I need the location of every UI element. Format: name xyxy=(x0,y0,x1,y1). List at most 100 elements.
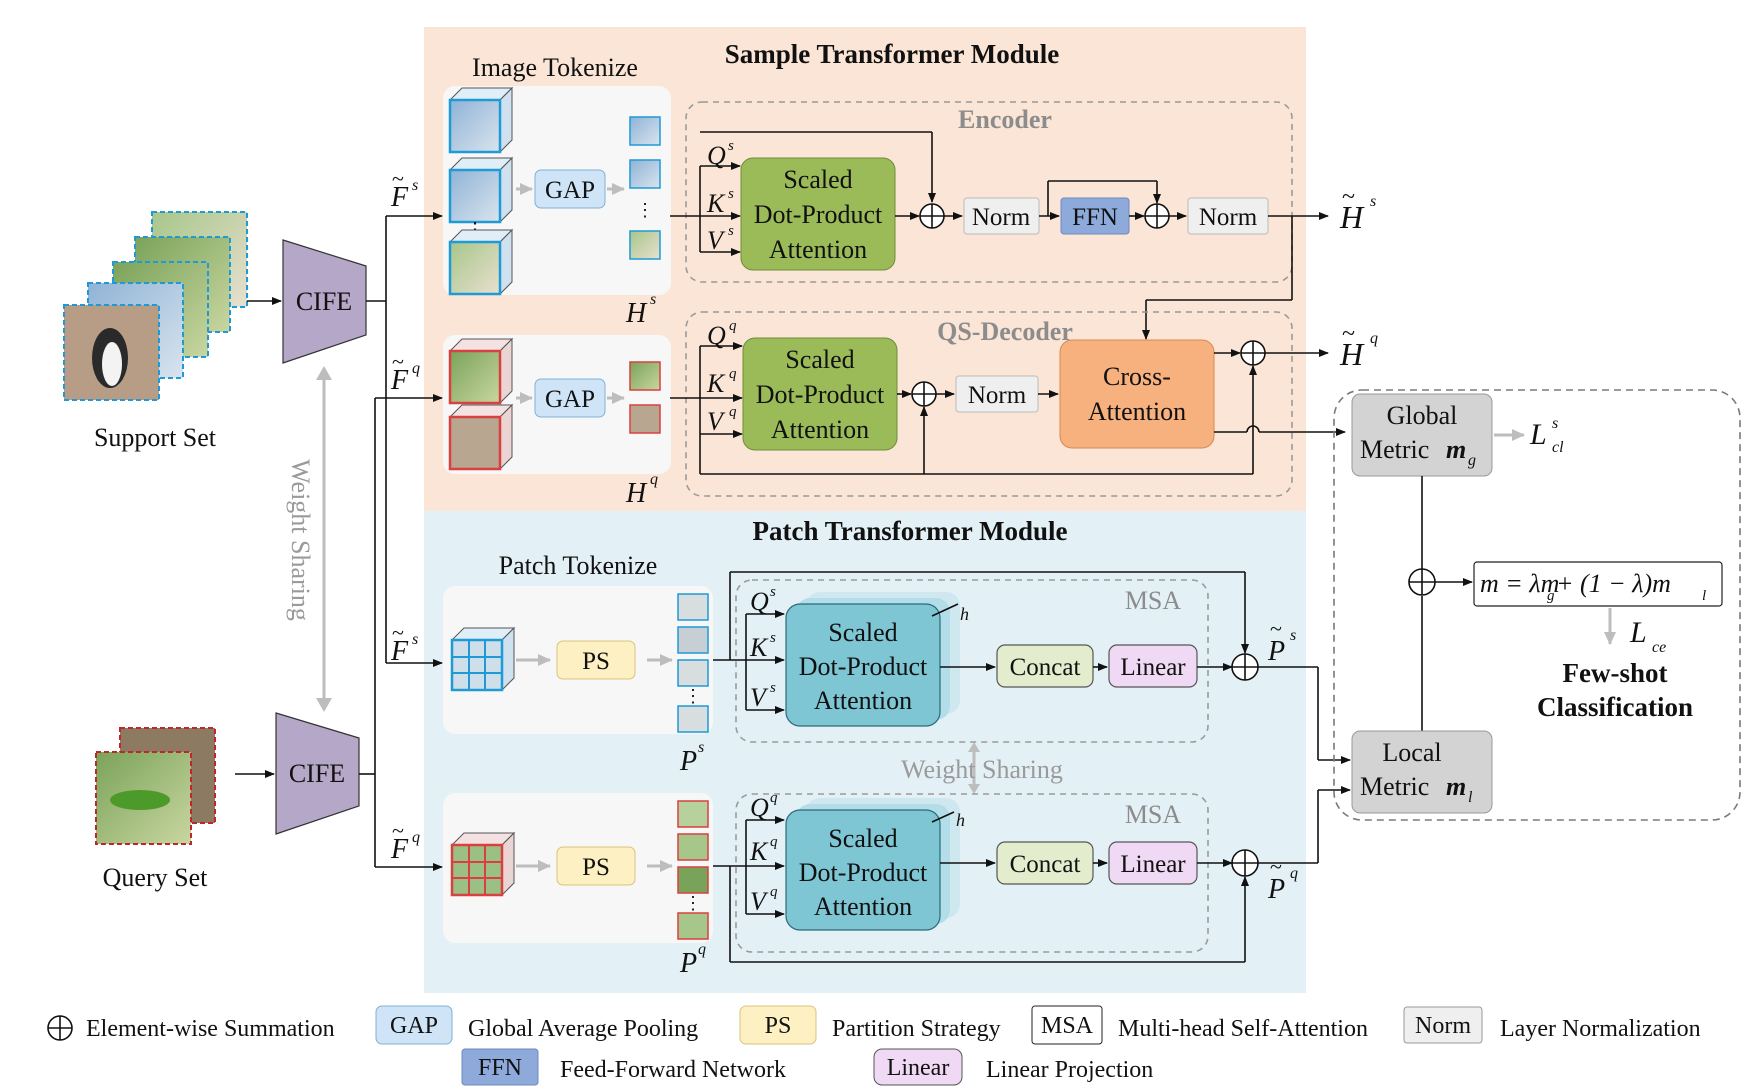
decoder-sum-1 xyxy=(911,381,937,407)
legend-ps-label: PS xyxy=(765,1013,792,1039)
p-s-label: P s xyxy=(679,739,704,777)
decoder-attention-line1: Scaled xyxy=(785,345,854,374)
query-patch-token-3 xyxy=(677,866,709,894)
p-tilde-s-output: P ~ s xyxy=(1267,616,1296,667)
ps-query-box xyxy=(556,846,636,886)
concat-query-label: Concat xyxy=(1010,851,1081,878)
svg-text:~: ~ xyxy=(1342,321,1355,347)
svg-text:q: q xyxy=(729,318,737,334)
query-patch-token-4 xyxy=(677,912,709,940)
svg-text:s: s xyxy=(728,186,734,202)
msa-support-attention-box xyxy=(785,603,941,727)
cife-query-label: CIFE xyxy=(289,759,345,788)
svg-text:H: H xyxy=(1339,336,1365,372)
cross-attention-box xyxy=(1059,339,1215,449)
encoder-sum-2 xyxy=(1144,203,1170,229)
p-q-label: P q xyxy=(679,941,706,979)
loss-ce-label: L ce xyxy=(1629,616,1666,656)
legend-ps-text: Partition Strategy xyxy=(832,1016,1001,1042)
svg-text:~: ~ xyxy=(1342,184,1355,210)
svg-text:q: q xyxy=(412,360,420,377)
svg-text:g: g xyxy=(1468,452,1476,469)
msa-support-attention-line1: Scaled xyxy=(828,618,897,647)
encoder-norm-2-label: Norm xyxy=(1199,204,1258,231)
svg-text:~: ~ xyxy=(1270,616,1282,641)
svg-text:V: V xyxy=(750,683,769,712)
patch-query-sum xyxy=(1231,849,1259,877)
decoder-sum-2 xyxy=(1240,340,1266,366)
encoder-ffn-label: FFN xyxy=(1072,204,1118,231)
linear-support-label: Linear xyxy=(1120,654,1186,681)
patch-module-title: Patch Transformer Module xyxy=(753,516,1068,546)
svg-text:Q: Q xyxy=(750,587,769,616)
svg-text:s: s xyxy=(698,739,704,756)
svg-text:P: P xyxy=(1267,636,1285,667)
qs-decoder-label: QS-Decoder xyxy=(937,317,1073,346)
msa-query-attention-line1: Scaled xyxy=(828,824,897,853)
result-line1: Few-shot xyxy=(1563,658,1668,688)
msa-query-attention-box xyxy=(785,809,941,931)
svg-text:q: q xyxy=(729,404,737,420)
gap-support-label: GAP xyxy=(545,177,595,204)
support-feature-cube-3 xyxy=(448,228,514,296)
concat-support-label: Concat xyxy=(1010,654,1081,681)
msa-support-group xyxy=(735,579,1209,743)
svg-text:K: K xyxy=(706,189,726,218)
h-q-label: H q xyxy=(625,471,658,509)
patch-tokenize-label: Patch Tokenize xyxy=(499,551,658,580)
svg-text:m: m xyxy=(1446,435,1466,464)
sample-module-title: Sample Transformer Module xyxy=(725,39,1059,69)
svg-text:P: P xyxy=(679,948,697,979)
svg-text:Metric: Metric xyxy=(1360,435,1429,464)
svg-text:s: s xyxy=(1370,193,1376,210)
svg-text:Q: Q xyxy=(707,141,726,170)
query-patch-grid-cube xyxy=(450,831,516,897)
decoder-norm-label: Norm xyxy=(968,382,1027,409)
legend-gap-text: Global Average Pooling xyxy=(468,1016,698,1042)
support-feature-cube-1 xyxy=(448,86,514,154)
svg-text:q: q xyxy=(729,366,737,382)
support-token-ellipsis: ⋮ xyxy=(636,200,654,220)
svg-text:q: q xyxy=(1370,330,1378,347)
cross-attention-line2: Attention xyxy=(1088,397,1186,426)
svg-text:s: s xyxy=(770,680,776,696)
query-set-images xyxy=(95,727,216,845)
svg-text:P: P xyxy=(1267,874,1285,905)
svg-text:q: q xyxy=(650,471,658,488)
legend-norm-label: Norm xyxy=(1415,1013,1471,1039)
svg-text:Q: Q xyxy=(750,793,769,822)
svg-text:q: q xyxy=(770,834,778,850)
query-set-label: Query Set xyxy=(103,863,208,892)
ps-support-box xyxy=(556,640,636,680)
svg-text:V: V xyxy=(707,226,726,255)
msa-query-group xyxy=(735,793,1209,953)
svg-text:l: l xyxy=(1702,588,1706,604)
result-line2: Classification xyxy=(1537,692,1693,722)
f-tilde-q-label: F ~ q xyxy=(390,349,420,396)
linear-support-box xyxy=(1108,644,1198,688)
msa-query-attention-line2: Dot-Product xyxy=(799,858,928,887)
svg-text:~: ~ xyxy=(392,166,404,191)
support-set-images xyxy=(63,211,248,401)
msa-query-attention-line3: Attention xyxy=(814,892,912,921)
msa-support-label: MSA xyxy=(1125,586,1182,615)
msa-support-heads-label: h xyxy=(960,604,969,624)
ps-query-label: PS xyxy=(582,854,610,881)
legend-ffn-label: FFN xyxy=(478,1055,522,1081)
svg-text:m = λm: m = λm xyxy=(1480,569,1559,598)
legend-ffn-box xyxy=(461,1048,539,1086)
f-tilde-q-patch-label: F ~ q xyxy=(390,818,420,865)
weight-sharing-vertical: Weight Sharing xyxy=(286,459,315,621)
legend-sum-text: Element-wise Summation xyxy=(86,1016,335,1042)
query-feature-cube-2 xyxy=(448,403,514,471)
svg-text:s: s xyxy=(728,223,734,239)
local-metric-line2: Metric m l xyxy=(1360,772,1473,806)
legend-ffn-text: Feed-Forward Network xyxy=(560,1057,786,1083)
